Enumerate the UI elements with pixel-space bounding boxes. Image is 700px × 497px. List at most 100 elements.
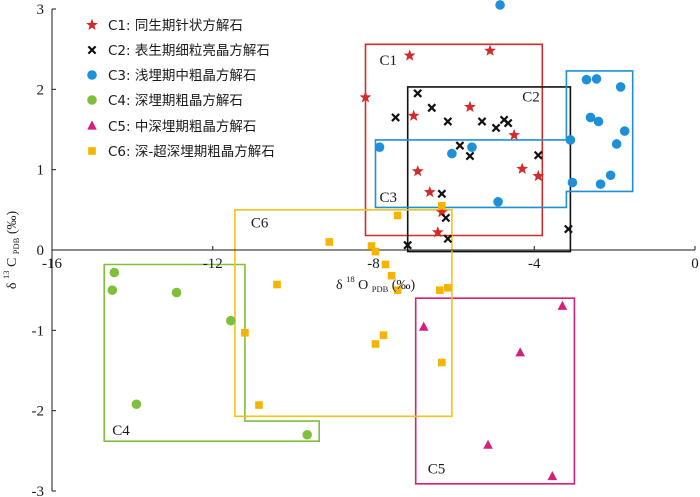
data-point-c4: [171, 287, 182, 298]
data-point-c2: [443, 117, 453, 126]
data-point-c3: [581, 74, 592, 85]
legend-triangle-glyph: [87, 120, 97, 130]
legend-circle-glyph: [87, 95, 97, 105]
y-axis-title-sup: 13: [1, 271, 11, 280]
data-point-c6: [438, 358, 446, 367]
series-c5: [418, 300, 568, 481]
x-tick-label: -4: [528, 256, 541, 272]
series-c3: [374, 0, 630, 207]
legend-label-c4: C4: 深埋期粗晶方解石: [108, 93, 243, 109]
data-point-c1: [411, 165, 424, 177]
data-point-c3: [585, 112, 596, 123]
data-point-c2: [427, 103, 437, 113]
data-point-c4: [109, 267, 120, 278]
data-point-c4: [226, 315, 236, 326]
legend-item-c3: C3: 浅埋期中粗晶方解石: [87, 68, 256, 84]
data-point-c2: [564, 224, 573, 234]
legend: C1: 同生期针状方解石 C2: 表生期细粒亮晶方解石 C3: 浅埋期中粗晶方解…: [86, 18, 275, 160]
data-point-c3: [591, 74, 602, 84]
data-point-c1: [403, 49, 416, 61]
data-point-c6: [393, 286, 402, 294]
legend-circle-marker-c3: [87, 70, 97, 80]
data-point-c3: [495, 0, 505, 10]
data-point-c5: [418, 321, 429, 331]
data-point-c2: [437, 189, 447, 199]
x-axis-title-mid: O: [358, 278, 368, 293]
data-point-c1: [464, 100, 476, 113]
y-tick-label: -3: [32, 484, 45, 497]
data-point-c5: [557, 300, 568, 310]
x-tick-label: -8: [367, 256, 380, 272]
series-c4: [107, 267, 312, 440]
legend-circle-marker-c4: [87, 95, 97, 105]
data-point-c1: [435, 206, 448, 218]
x-axis-title-tail: (‰): [392, 278, 416, 293]
data-point-c2: [413, 88, 423, 98]
data-point-c1: [532, 169, 545, 182]
y-axis-title-main: δ: [5, 282, 20, 289]
data-point-c1: [484, 44, 496, 56]
data-point-c3: [565, 135, 576, 145]
data-point-c3: [615, 82, 626, 92]
data-point-c1: [516, 162, 529, 174]
legend-circle-glyph: [87, 70, 97, 80]
legend-item-c4: C4: 深埋期粗晶方解石: [87, 93, 243, 109]
series-c2: [391, 88, 573, 250]
data-point-c3: [595, 179, 606, 189]
legend-item-c2: C2: 表生期细粒亮晶方解石: [87, 42, 270, 59]
data-point-c6: [371, 340, 380, 348]
legend-label-c2: C2: 表生期细粒亮晶方解石: [108, 42, 270, 59]
region-c2-outline: [406, 86, 572, 253]
legend-triangle-marker: [87, 120, 97, 130]
data-point-c5: [515, 347, 525, 357]
legend-square-glyph: [88, 147, 96, 155]
x-tick-label: -12: [203, 256, 223, 272]
data-point-c1: [508, 128, 521, 141]
legend-item-c6: C6: 深-超深埋期粗晶方解石: [88, 144, 275, 160]
data-point-c4: [131, 399, 142, 410]
data-point-c2: [533, 150, 543, 160]
data-point-c2: [503, 118, 513, 128]
data-point-c2: [465, 151, 475, 161]
x-axis-title-sub: PDB: [372, 284, 389, 294]
data-point-c2: [441, 213, 451, 223]
data-point-c3: [611, 139, 622, 149]
legend-item-c1: C1: 同生期针状方解石: [86, 18, 243, 34]
data-point-c6: [387, 271, 396, 280]
y-axis-title-mid: C: [5, 258, 20, 267]
data-point-c3: [467, 142, 477, 152]
data-point-c6: [438, 202, 446, 210]
x-tick-label: -16: [42, 256, 62, 272]
x-tick-label: 0: [691, 256, 699, 272]
region-c5-label: C5: [428, 461, 446, 477]
data-point-c3: [619, 126, 630, 136]
data-point-c4: [302, 429, 312, 440]
y-tick-label: 0: [37, 243, 45, 259]
data-point-c5: [547, 471, 558, 481]
y-tick-label: -1: [32, 323, 45, 339]
y-tick-label: 2: [37, 82, 45, 98]
data-point-c3: [605, 170, 616, 181]
data-point-c6: [371, 247, 380, 256]
data-point-c6: [255, 401, 263, 409]
region-c3-outline: [374, 70, 634, 209]
legend-x-glyph: [87, 45, 97, 55]
y-tick-label: 1: [37, 163, 45, 179]
data-point-c6: [273, 280, 281, 289]
data-point-c3: [447, 148, 457, 159]
points-layer: [107, 0, 630, 481]
legend-x-marker: [87, 45, 97, 55]
region-c4-label: C4: [112, 423, 130, 439]
legend-star-marker: [86, 18, 98, 31]
data-point-c3: [567, 177, 578, 188]
x-axis-title-main: δ: [336, 278, 343, 293]
data-point-c6: [381, 260, 390, 269]
series-c6: [241, 202, 452, 409]
regions-layer: [103, 43, 634, 485]
legend-item-c5: C5: 中深埋期粗晶方解石: [87, 119, 256, 135]
data-point-c6: [436, 286, 444, 294]
data-point-c6: [325, 238, 334, 246]
